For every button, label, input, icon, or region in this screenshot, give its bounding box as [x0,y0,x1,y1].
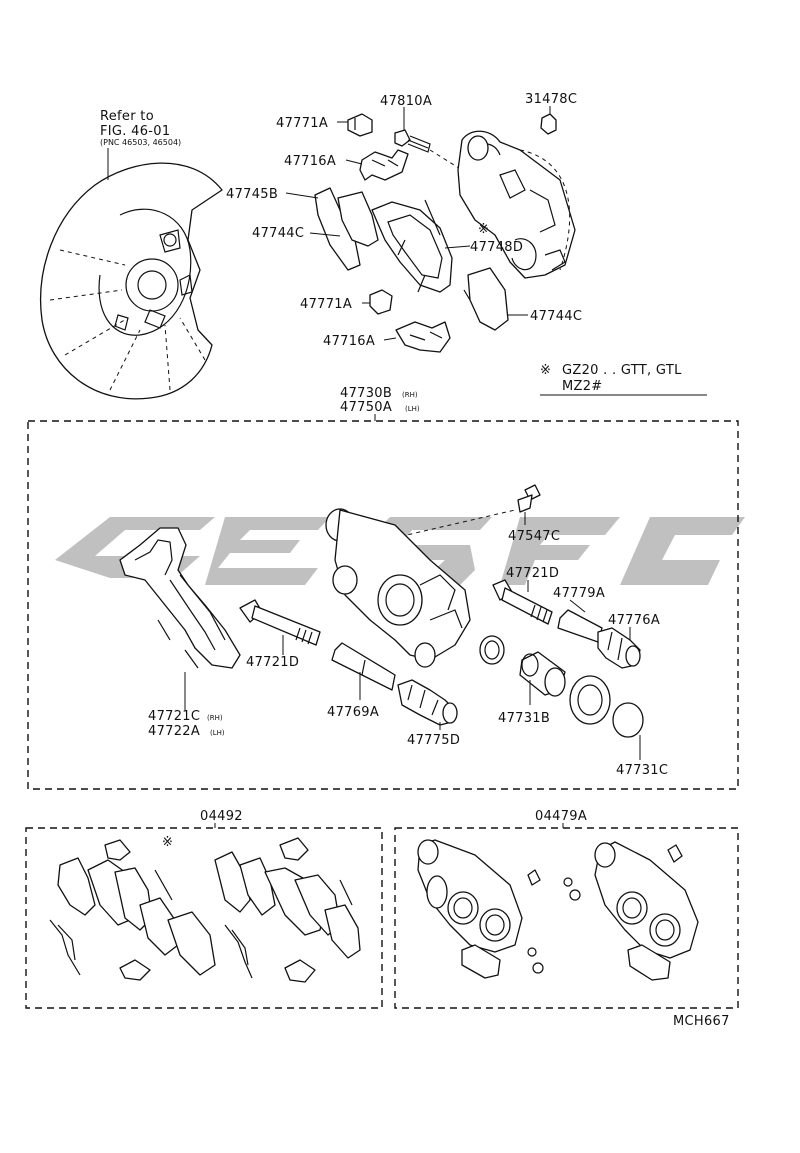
pad-kit-04492-box [25,827,383,1009]
label-47721D-right[interactable]: 47721D [506,566,559,581]
caliper-assembly-top [457,130,576,279]
seal-kit-04479A-box [394,827,739,1009]
label-31478C[interactable]: 31478C [525,92,577,107]
refer-to-text: Refer to [100,109,154,124]
label-47775D[interactable]: 47775D [407,733,460,748]
piston-seal-47731C [612,702,644,738]
bleeder-screw-47547C [517,484,541,513]
guide-bolt-47721D-right [492,579,553,625]
note-line-1: GZ20 . . GTT, GTL [562,363,682,378]
anti-squeal-shim-47745B [314,187,361,271]
label-kit-04479A[interactable]: 04479A [535,809,587,824]
clip-part-47771A-top [347,113,373,137]
label-47722A-side: (LH) [210,729,225,737]
label-47721D-left[interactable]: 47721D [246,655,299,670]
guide-pin-47779A [557,609,603,643]
piston-seal-ring [479,635,505,665]
caliper-mounting-bracket [119,527,241,669]
label-47744C-left[interactable]: 47744C [252,226,304,241]
label-47750A[interactable]: 47750A [340,400,392,415]
brake-pad-47748D [371,199,453,293]
guide-pin-47769A [331,642,396,691]
label-47721C[interactable]: 47721C [148,709,200,724]
dust-shield-backing-plate [40,162,223,400]
label-47716A-bottom[interactable]: 47716A [323,334,375,349]
caliper-cylinder-body [325,508,471,668]
label-47769A[interactable]: 47769A [327,705,379,720]
label-47744C-right[interactable]: 47744C [530,309,582,324]
label-47771A-top[interactable]: 47771A [276,116,328,131]
bleeder-cap-31478C [540,113,557,135]
label-47721C-side: (RH) [207,714,223,722]
label-47730B[interactable]: 47730B [340,386,392,401]
label-47716A-top[interactable]: 47716A [284,154,336,169]
pad-kit-04492-contents [49,837,361,983]
label-47722A[interactable]: 47722A [148,724,200,739]
brake-pad-47744C-left [337,191,379,247]
guide-bolt-47721D-left [239,599,321,646]
note-symbol-47748D: ※ [478,222,489,237]
kit-symbol-04492: ※ [162,835,173,850]
label-47731B[interactable]: 47731B [498,711,550,726]
caliper-assembly-group-box [27,420,739,790]
note-line-2: MZ2# [562,379,603,394]
label-47771A-bottom[interactable]: 47771A [300,297,352,312]
fig-ref-link[interactable]: FIG. 46-01 [100,124,170,139]
label-47750A-side: (LH) [405,405,420,413]
label-47730B-side: (RH) [402,391,418,399]
drawing-code: MCH667 [673,1014,730,1029]
label-47779A[interactable]: 47779A [553,586,605,601]
clip-part-47771A-bottom [369,289,393,315]
pad-support-47716A-bottom [395,321,451,353]
piston-47731B [519,651,566,697]
label-47547C[interactable]: 47547C [508,529,560,544]
label-47731C[interactable]: 47731C [616,763,668,778]
piston-dust-boot [569,675,611,725]
label-47810A[interactable]: 47810A [380,94,432,109]
note-symbol: ※ [540,363,551,378]
label-47745B[interactable]: 47745B [226,187,278,202]
pad-support-47716A-top [359,149,409,181]
bolt-part-47810A [394,129,431,153]
label-kit-04492[interactable]: 04492 [200,809,243,824]
label-47748D[interactable]: 47748D [470,240,523,255]
pin-boot-47776A [597,627,641,669]
seal-kit-04479A-contents [417,839,699,981]
pnc-ref-text: (PNC 46503, 46504) [100,138,181,147]
label-47776A[interactable]: 47776A [608,613,660,628]
pin-boot-47775D [397,679,458,726]
brake-pad-47744C-right [463,267,509,331]
